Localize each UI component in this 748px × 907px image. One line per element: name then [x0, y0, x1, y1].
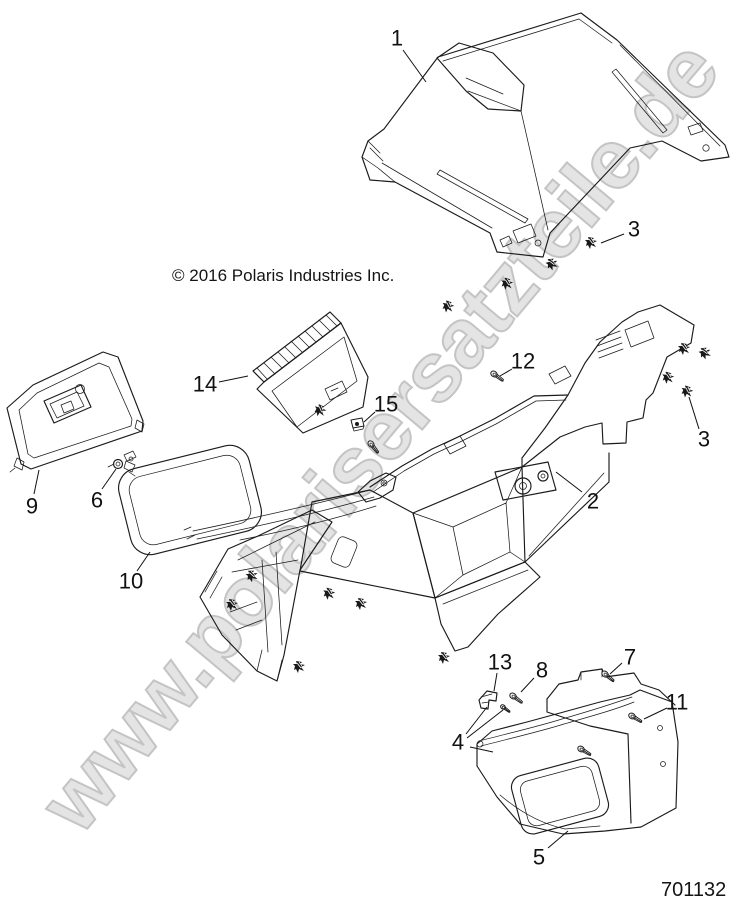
callout-leader-line: [689, 397, 699, 429]
part-number: 701132: [661, 879, 727, 901]
screw-11b: [576, 744, 593, 758]
callout-leader-line: [467, 710, 503, 738]
retainer-clips: [225, 236, 713, 674]
callout-number-4: 4: [452, 730, 464, 755]
screw-12: [489, 369, 506, 384]
part2-dash-panel: [184, 305, 694, 681]
callout-number-3: 3: [698, 427, 710, 452]
screw-15b: [366, 439, 382, 456]
part9-glovebox-door: [7, 352, 144, 472]
callout-number-15: 15: [374, 392, 398, 417]
callout-number-7: 7: [624, 645, 636, 670]
clip: [544, 256, 560, 273]
callout-leader-line: [601, 234, 624, 243]
callout-leader-line: [610, 663, 622, 674]
callout-number-13: 13: [488, 650, 512, 675]
callout-leader-line: [470, 747, 493, 752]
callout-number-3: 3: [628, 217, 640, 242]
part10-seal: [114, 441, 265, 559]
callout-number-9: 9: [26, 494, 38, 519]
clip: [661, 371, 675, 385]
clip: [697, 345, 713, 362]
callout-number-1: 1: [391, 26, 403, 51]
part6-latch: [108, 451, 136, 476]
clip: [500, 277, 514, 291]
clip: [292, 660, 306, 674]
callout-leader-line: [137, 552, 150, 571]
callout-leader-line: [521, 678, 534, 692]
part4-part5-storage-box: [477, 669, 678, 837]
callout-leader-line: [466, 707, 487, 734]
screw-7: [600, 669, 617, 684]
callout-leader-line: [494, 673, 497, 691]
clip: [440, 299, 456, 315]
nut-15: [351, 418, 364, 431]
clip: [679, 384, 695, 400]
part1-hood-panel: [362, 13, 729, 257]
clip: [584, 236, 598, 250]
callout-number-8: 8: [536, 658, 548, 683]
part14-storage-bin: [253, 312, 368, 433]
callout-number-2: 2: [587, 489, 599, 514]
callout-leader-line: [556, 472, 582, 492]
callout-number-11: 11: [666, 690, 689, 715]
callout-leader-line: [500, 369, 512, 376]
callout-number-5: 5: [533, 845, 545, 870]
clip: [225, 598, 239, 612]
callout-leader-line: [102, 469, 116, 489]
callout-number-12: 12: [511, 349, 535, 374]
callout-leader-line: [364, 412, 375, 422]
callout-number-6: 6: [91, 488, 103, 513]
clip: [354, 597, 368, 611]
callout-leader-line: [219, 376, 248, 382]
callout-number-14: 14: [193, 372, 217, 397]
callout-leader-line: [34, 470, 39, 494]
screw-11a: [627, 711, 644, 725]
callout-leader-line: [644, 708, 667, 719]
callout-number-10: 10: [119, 569, 143, 594]
copyright-text: © 2016 Polaris Industries Inc.: [172, 266, 395, 285]
callout-leader-line: [548, 831, 568, 848]
screw-small: [499, 703, 512, 715]
clip: [322, 587, 336, 601]
fasteners: [351, 369, 506, 456]
callout-leader-line: [403, 50, 426, 82]
screw-8: [508, 691, 525, 706]
part13-bracket: [479, 691, 497, 709]
clip: [437, 651, 451, 665]
clip: [244, 568, 260, 584]
